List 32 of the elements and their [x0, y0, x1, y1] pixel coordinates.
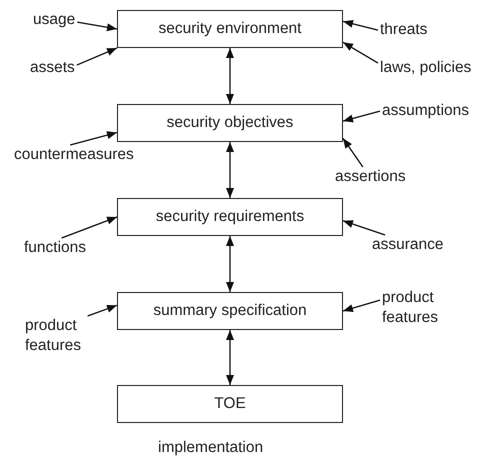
arrow — [70, 131, 118, 146]
process-box: summary specification — [117, 292, 343, 330]
node-caption: implementation — [158, 438, 264, 458]
input-label: assets — [28, 58, 77, 78]
arrow — [226, 330, 234, 385]
input-label: usage — [31, 10, 78, 30]
input-label: assertions — [333, 167, 408, 188]
arrow — [76, 47, 118, 66]
arrow — [342, 20, 378, 31]
input-label: laws, policies — [378, 58, 474, 78]
arrow — [226, 48, 234, 104]
arrow — [77, 21, 118, 32]
arrow — [226, 236, 234, 292]
arrow — [87, 304, 118, 317]
process-box: TOE — [117, 385, 343, 423]
arrow — [342, 299, 380, 312]
arrow — [226, 142, 234, 198]
input-label: product features — [23, 316, 99, 356]
arrow — [342, 138, 364, 168]
input-label: assumptions — [380, 101, 472, 122]
process-box: security requirements — [117, 198, 343, 236]
process-box: security objectives — [117, 104, 343, 142]
input-label: assurance — [370, 235, 446, 256]
input-label: functions — [22, 238, 88, 258]
process-box: security environment — [117, 10, 343, 48]
arrow — [342, 220, 386, 236]
input-label: threats — [378, 20, 430, 40]
arrow — [342, 110, 380, 122]
input-label: product features — [380, 288, 456, 328]
arrow — [342, 42, 378, 64]
input-label: countermeasures — [12, 145, 136, 166]
arrow — [61, 216, 118, 239]
